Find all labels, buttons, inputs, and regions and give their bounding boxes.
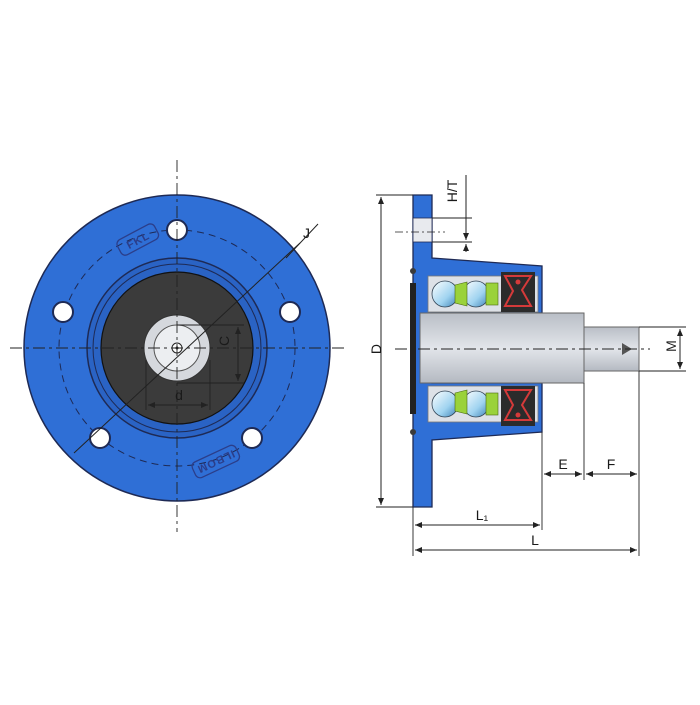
front-view: FKL ILBOM J C d <box>10 160 345 532</box>
bolt-hole <box>241 427 263 449</box>
bearing-lower <box>427 385 539 426</box>
mount-hole-section <box>412 217 433 243</box>
bolt-hole <box>89 427 111 449</box>
label-M: M <box>663 340 679 352</box>
section-view: D H/T M E F L₁ L <box>368 175 686 556</box>
label-L: L <box>531 532 539 548</box>
shaft <box>419 312 585 384</box>
dimension-J-line <box>73 242 301 454</box>
bolt-holes <box>52 219 301 449</box>
front-seal <box>410 283 416 414</box>
label-L1: L₁ <box>476 507 489 523</box>
label-H-T: H/T <box>444 179 460 202</box>
bolt-hole <box>52 301 74 323</box>
bolt-hole <box>279 301 301 323</box>
label-D: D <box>368 344 384 354</box>
label-E: E <box>558 456 567 472</box>
label-F: F <box>607 456 616 472</box>
bearing-upper <box>427 272 539 313</box>
label-C: C <box>216 336 232 346</box>
label-J: J <box>303 225 310 241</box>
label-d: d <box>175 387 183 403</box>
